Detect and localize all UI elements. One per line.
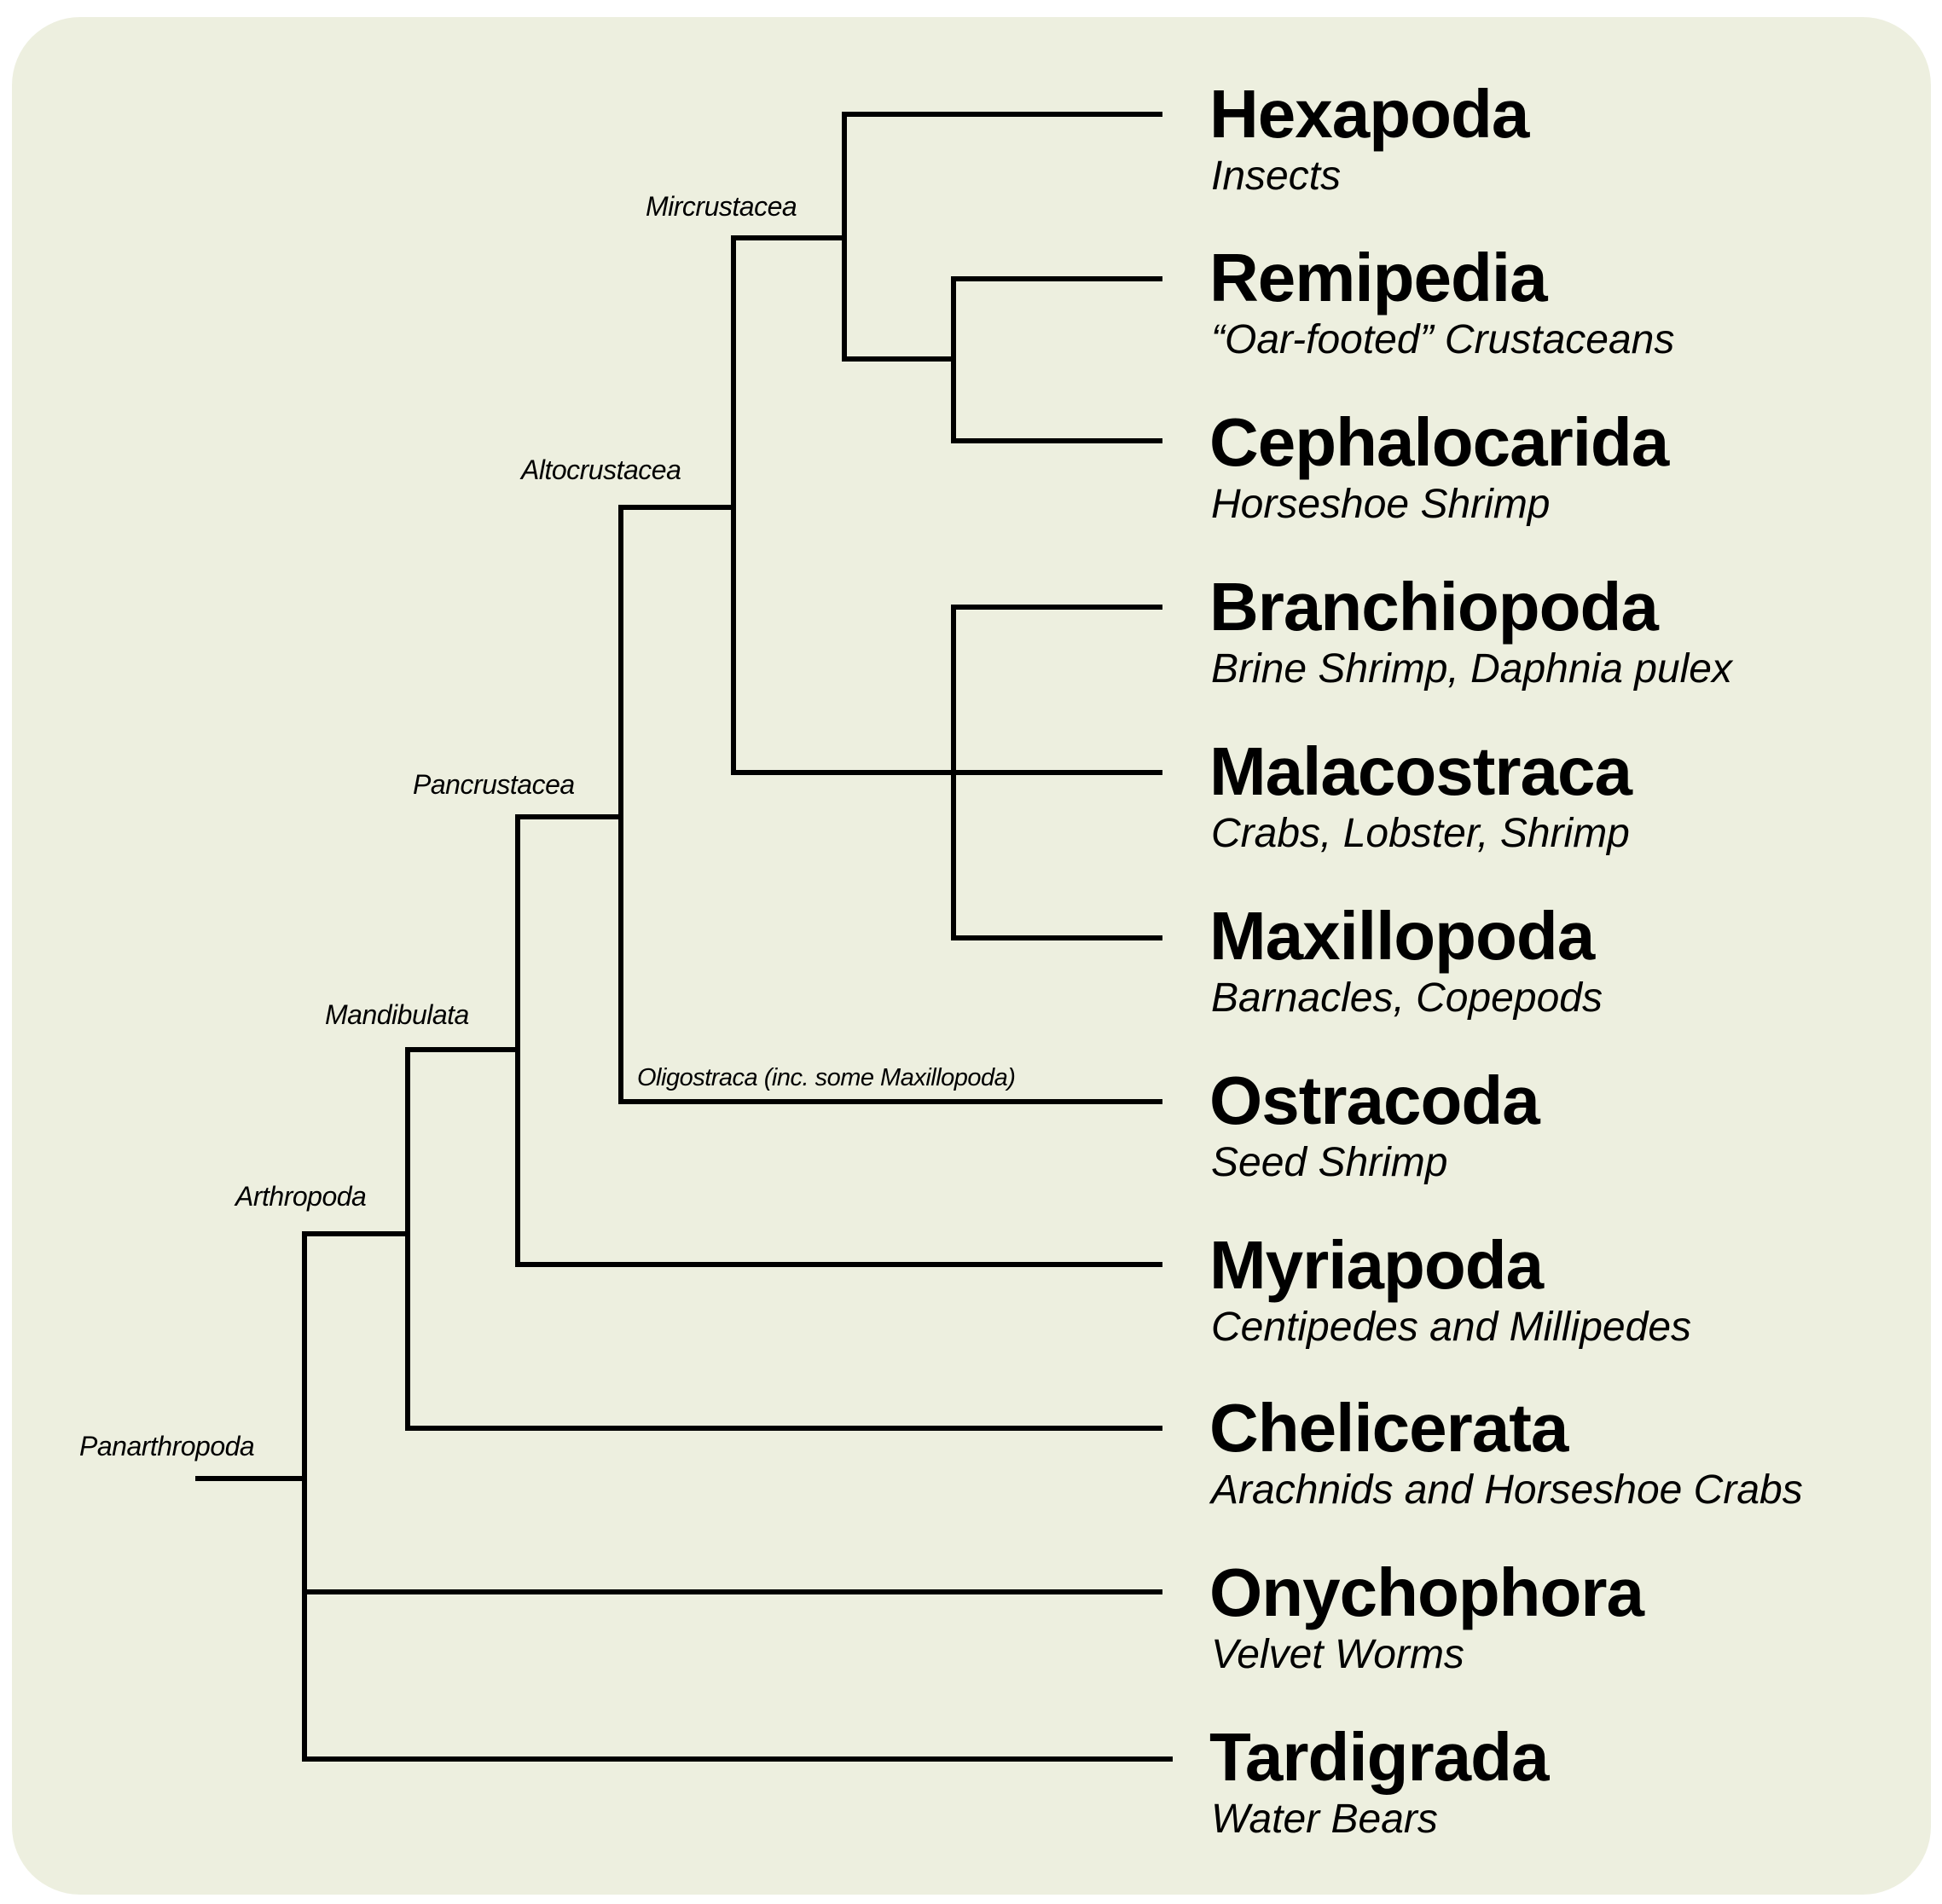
taxon-name: Hexapoda [1209,76,1529,152]
clade-label-altocrustacea: Altocrustacea [521,454,681,485]
taxon-onychophora: Onychophora Velvet Worms [1209,1554,1644,1679]
taxon-common-name: Horseshoe Shrimp [1211,482,1551,527]
taxon-remipedia: Remipedia “Oar-footed” Crustaceans [1209,240,1674,364]
taxon-ostracoda: Ostracoda Seed Shrimp [1209,1062,1540,1187]
taxon-name: Branchiopoda [1209,569,1659,645]
clade-label-arthropoda: Arthropoda [235,1181,367,1212]
taxon-name: Chelicerata [1209,1390,1568,1466]
taxon-common-name: Barnacles, Copepods [1211,975,1603,1021]
taxon-common-name: Arachnids and Horseshoe Crabs [1211,1467,1803,1513]
taxon-name: Onychophora [1209,1554,1644,1630]
taxon-maxillopoda: Maxillopoda Barnacles, Copepods [1209,898,1603,1022]
clade-label-pancrustacea: Pancrustacea [413,769,575,800]
taxon-tardigrada: Tardigrada Water Bears [1209,1719,1549,1843]
taxon-name: Myriapoda [1209,1227,1544,1303]
taxon-common-name: Centipedes and Millipedes [1211,1305,1692,1350]
taxon-name: Malacostraca [1209,733,1632,809]
background-panel [12,17,1931,1895]
taxon-malacostraca: Malacostraca Crabs, Lobster, Shrimp [1209,733,1632,858]
taxon-hexapoda: Hexapoda Insects [1209,76,1529,200]
taxon-common-name: Crabs, Lobster, Shrimp [1211,811,1630,856]
taxon-name: Remipedia [1209,240,1548,315]
taxon-common-name: Seed Shrimp [1211,1140,1448,1185]
clade-label-oligostraca: Oligostraca (inc. some Maxillopoda) [637,1064,1016,1091]
taxon-common-name: Velvet Worms [1211,1632,1464,1677]
taxon-name: Tardigrada [1209,1719,1549,1795]
taxon-cephalocarida: Cephalocarida Horseshoe Shrimp [1209,404,1669,529]
taxon-common-name: Insects [1211,153,1342,199]
taxon-common-name: Water Bears [1211,1797,1438,1842]
taxon-chelicerata: Chelicerata Arachnids and Horseshoe Crab… [1209,1390,1803,1514]
taxon-common-name: Brine Shrimp, Daphnia pulex [1211,646,1732,692]
taxon-name: Ostracoda [1209,1062,1540,1138]
clade-label-panarthropoda: Panarthropoda [79,1431,255,1461]
clade-label-mandibulata: Mandibulata [325,999,469,1030]
taxon-name: Cephalocarida [1209,404,1669,480]
clade-label-mircrustacea: Mircrustacea [646,191,797,222]
taxon-myriapoda: Myriapoda Centipedes and Millipedes [1209,1227,1691,1351]
taxon-branchiopoda: Branchiopoda Brine Shrimp, Daphnia pulex [1209,569,1732,693]
taxon-common-name: “Oar-footed” Crustaceans [1211,317,1675,362]
taxon-name: Maxillopoda [1209,898,1595,974]
